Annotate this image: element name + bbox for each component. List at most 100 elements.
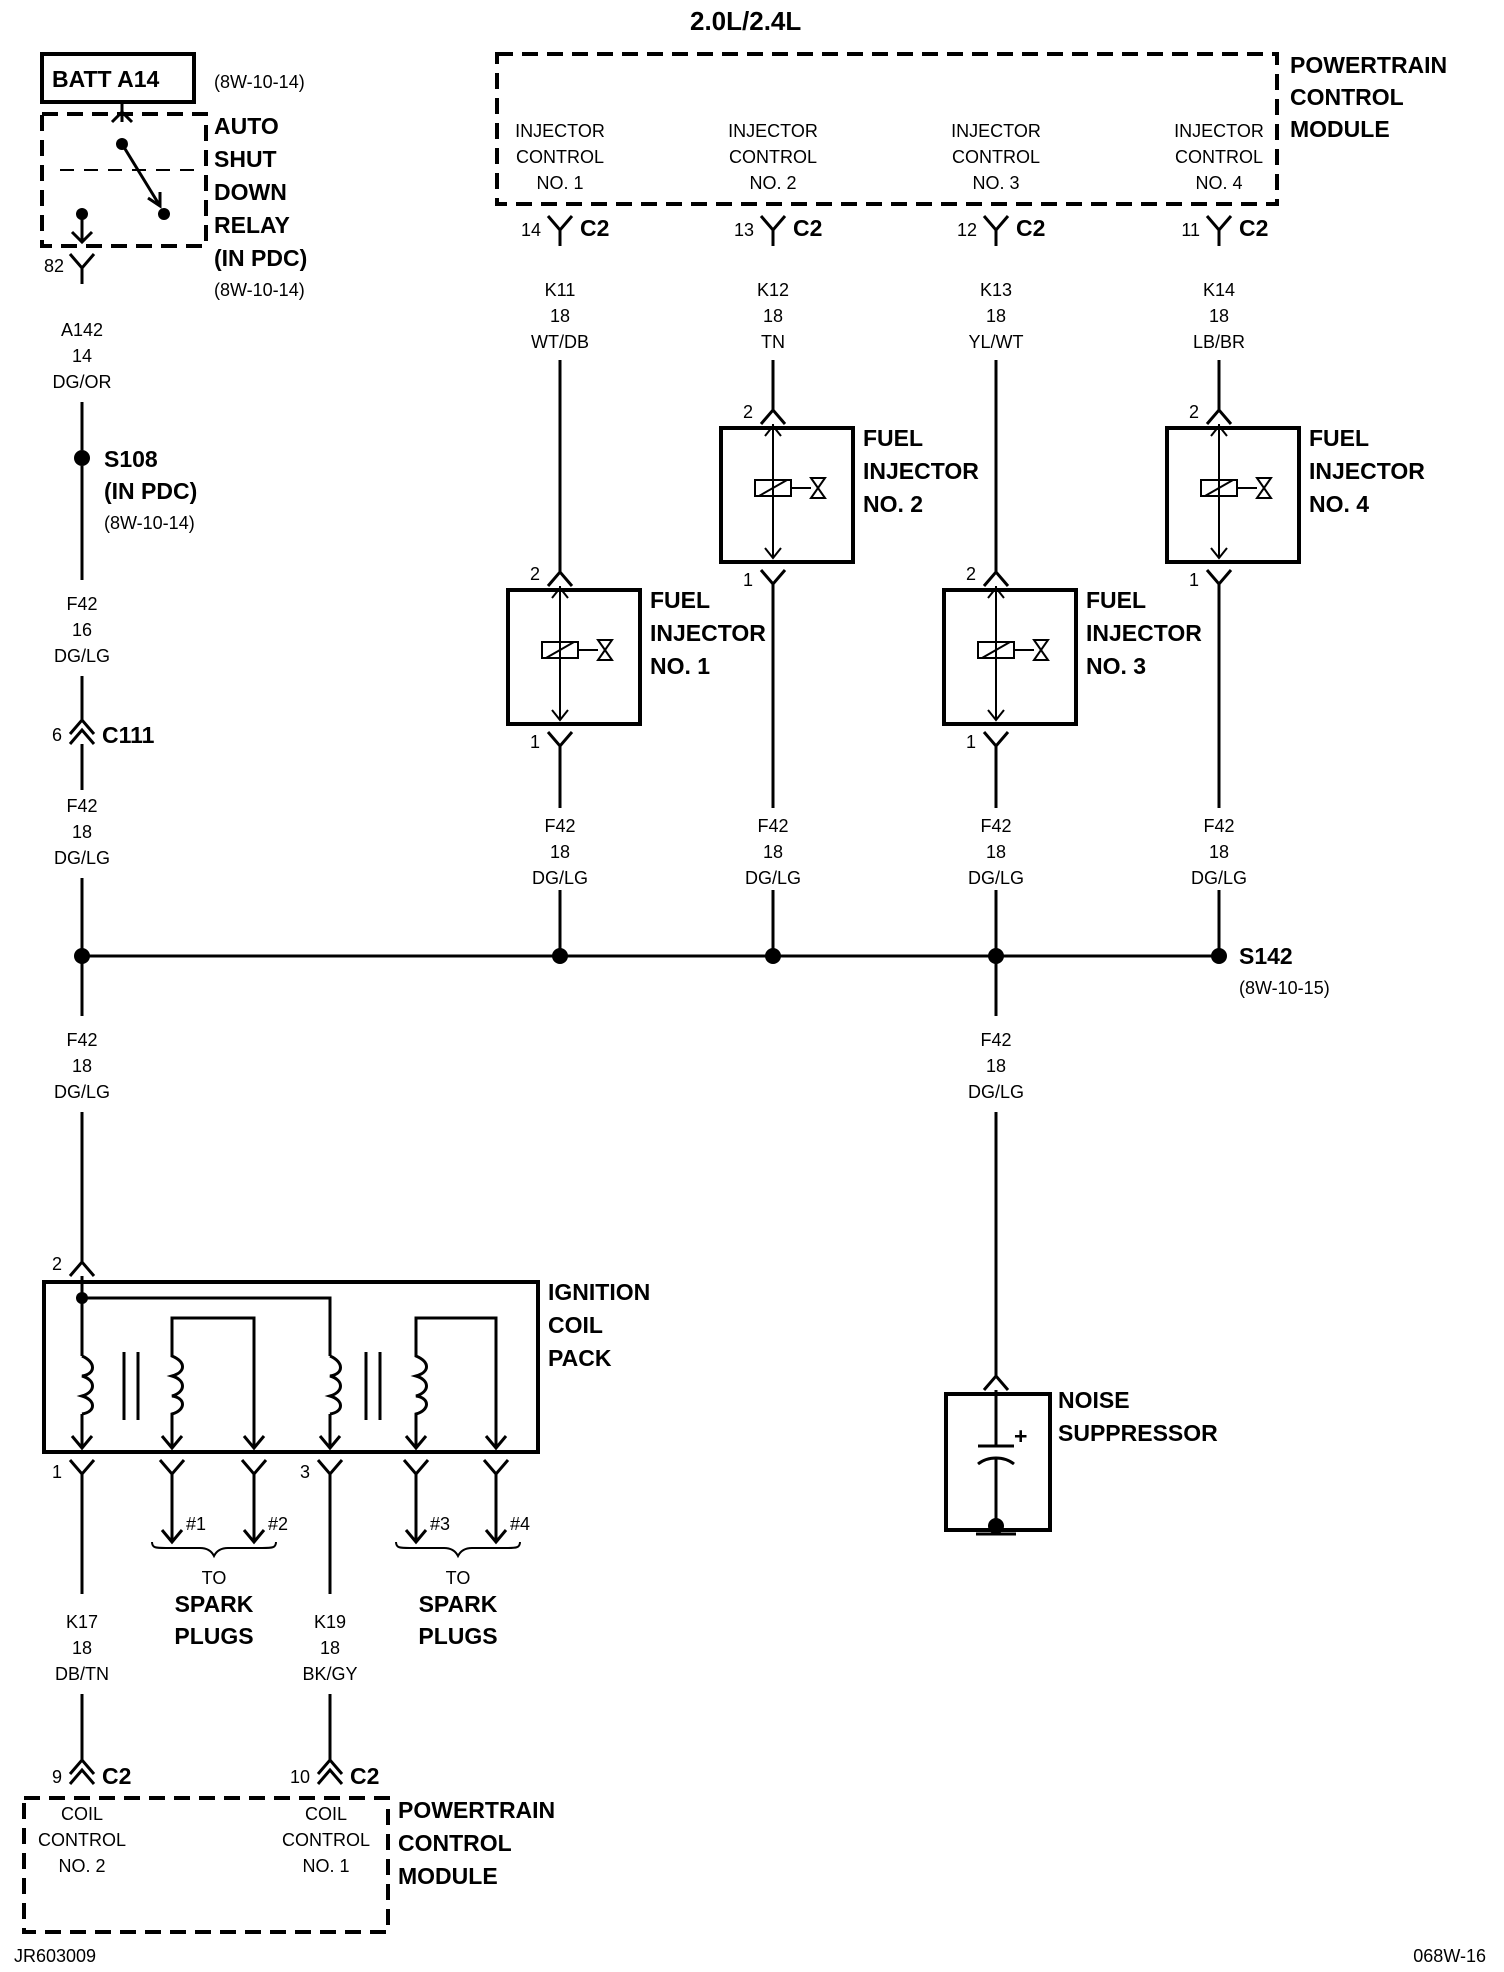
injector-control-1: INJECTOR CONTROL NO. 1 xyxy=(515,121,605,193)
wire-f42-16-color: DG/LG xyxy=(54,646,110,666)
fuel-injector-4: 2 1 FUEL INJECTOR NO. 4 xyxy=(1165,402,1425,598)
coil-control-2-line-3: NO. 2 xyxy=(58,1856,105,1876)
noise-suppressor: + NOISE SUPPRESSOR xyxy=(944,1373,1218,1536)
pcm-top: POWERTRAIN CONTROL MODULE xyxy=(495,52,1447,206)
wire-a142-color: DG/OR xyxy=(52,372,111,392)
injector-wires xyxy=(558,360,1221,572)
connector-c2-label-5: C2 xyxy=(102,1763,131,1789)
injector-3-pin-top: 2 xyxy=(966,564,976,584)
pcm-bottom-label-1: POWERTRAIN xyxy=(398,1797,555,1823)
relay-output-lead xyxy=(70,214,94,245)
injector-feed-wires: F42 18 DG/LG F42 18 DG/LG F42 18 DG/LG F… xyxy=(532,598,1247,956)
injector-2-top-pin-icon xyxy=(759,407,787,425)
spark-plug-group-2: #3 #4 TO SPARK PLUGS xyxy=(395,1459,530,1649)
pcm-top-connectors: 14 C2 13 C2 12 C2 11 C2 xyxy=(521,215,1268,246)
spark-plug-3-label: #3 xyxy=(430,1514,450,1534)
coil-2-primary-arrow xyxy=(318,1435,342,1451)
connector-c111-label: C111 xyxy=(102,722,155,748)
wire-f42-16: F42 16 DG/LG xyxy=(54,594,110,720)
connector-c2-pin-10-icon xyxy=(316,1757,344,1785)
spark-group-1-brace-icon xyxy=(151,1541,277,1559)
feed-1-circuit: F42 xyxy=(544,816,575,836)
noise-suppressor-box xyxy=(944,1392,1052,1532)
injector-2-bottom-pin-icon xyxy=(759,569,787,598)
injector-control-3: INJECTOR CONTROL NO. 3 xyxy=(951,121,1041,193)
injector-1-solenoid-link xyxy=(545,641,598,659)
injector-control-1-line-1: INJECTOR xyxy=(515,121,605,141)
feed-4-color: DG/LG xyxy=(1191,868,1247,888)
injector-control-3-line-3: NO. 3 xyxy=(972,173,1019,193)
injector-4-label-2: INJECTOR xyxy=(1309,458,1425,484)
coil-pack-primary-feed xyxy=(80,1276,332,1356)
connector-c111: 6 C111 xyxy=(52,717,155,790)
injector-4-label-3: NO. 4 xyxy=(1309,491,1369,517)
splice-s142-label: S142 xyxy=(1239,943,1293,969)
injector-control-1-line-2: CONTROL xyxy=(516,147,604,167)
connector-pin-12: 12 xyxy=(957,220,977,240)
coil-2-core-icon xyxy=(364,1352,382,1420)
injector-2-label-2: INJECTOR xyxy=(863,458,979,484)
injector-4-valve-icon xyxy=(1255,477,1273,499)
splice-s108-sub: (IN PDC) xyxy=(104,478,197,504)
relay-label-5: (IN PDC) xyxy=(214,245,307,271)
pcm-bottom-label-3: MODULE xyxy=(398,1863,498,1889)
splice-s108-ref: (8W-10-14) xyxy=(104,513,195,533)
spark-plug-2-label: #2 xyxy=(268,1514,288,1534)
coil-1-primary-arrow xyxy=(70,1435,94,1451)
spark-plug-group-1: #1 #2 TO SPARK PLUGS xyxy=(151,1459,288,1649)
injector-3-box xyxy=(942,588,1078,726)
splice-s108-label: S108 xyxy=(104,446,158,472)
feed-2-circuit: F42 xyxy=(757,816,788,836)
injector-1-label-2: INJECTOR xyxy=(650,620,766,646)
wire-f42-18c-color: DG/LG xyxy=(968,1082,1024,1102)
pcm-top-label-1: POWERTRAIN xyxy=(1290,52,1447,78)
spark-plug-2-lead-icon xyxy=(240,1459,268,1545)
auto-shutdown-relay: AUTO SHUT DOWN RELAY (IN PDC) (8W-10-14)… xyxy=(40,102,307,300)
splice-s142-ref: (8W-10-15) xyxy=(1239,978,1330,998)
coil-control-2-line-1: COIL xyxy=(61,1804,103,1824)
injector-control-4-line-1: INJECTOR xyxy=(1174,121,1264,141)
coil-pack-pin-3: 3 xyxy=(300,1462,310,1482)
injector-control-3-line-1: INJECTOR xyxy=(951,121,1041,141)
injector-3-solenoid-link xyxy=(981,641,1034,659)
relay-label-4: RELAY xyxy=(214,212,290,238)
coil-pack-box xyxy=(42,1280,540,1454)
coil-2-secondary-icon xyxy=(410,1316,498,1446)
injector-control-4: INJECTOR CONTROL NO. 4 xyxy=(1174,121,1264,193)
spark-plug-1-lead-icon xyxy=(158,1459,186,1545)
injector-2-valve-icon xyxy=(809,477,827,499)
splice-s108-dot xyxy=(74,450,90,466)
injector-1-internal-wire xyxy=(551,586,569,722)
coil-1-secondary-arrows xyxy=(160,1435,266,1451)
injector-4-top-pin-icon xyxy=(1205,407,1233,425)
pcm-top-label-3: MODULE xyxy=(1290,116,1390,142)
footer-left-code: JR603009 xyxy=(14,1946,96,1966)
injector-1-label-3: NO. 1 xyxy=(650,653,710,679)
injector-2-solenoid-link xyxy=(758,479,811,497)
spark-group-2-label-1: SPARK xyxy=(419,1591,498,1617)
footer-right-code: 068W-16 xyxy=(1413,1946,1486,1966)
wire-k19: K19 18 BK/GY xyxy=(302,1612,358,1760)
relay-box xyxy=(40,112,208,248)
injector-3-top-pin-icon xyxy=(982,569,1010,587)
injector-wire-labels: K11 18 WT/DB K12 18 TN K13 18 YL/WT K14 … xyxy=(531,280,1245,352)
bus-node-injector-2 xyxy=(765,948,781,964)
injector-control-2-line-2: CONTROL xyxy=(729,147,817,167)
wire-k11-color: WT/DB xyxy=(531,332,589,352)
wire-k14-gauge: 18 xyxy=(1209,306,1229,326)
injector-control-1-line-3: NO. 1 xyxy=(536,173,583,193)
injector-control-4-line-3: NO. 4 xyxy=(1195,173,1242,193)
connector-c2-label-1: C2 xyxy=(580,215,609,241)
injector-2-internal-wire xyxy=(764,424,782,560)
connector-c2-pin-12-icon xyxy=(982,215,1010,246)
feed-1-gauge: 18 xyxy=(550,842,570,862)
relay-label-1: AUTO xyxy=(214,113,279,139)
coil-pack-output-pins: 1 3 xyxy=(52,1459,344,1594)
coil-control-1-line-1: COIL xyxy=(305,1804,347,1824)
wire-k17: K17 18 DB/TN xyxy=(55,1612,109,1760)
connector-pin-9: 9 xyxy=(52,1767,62,1787)
wire-k14-circuit: K14 xyxy=(1203,280,1235,300)
wire-k14-color: LB/BR xyxy=(1193,332,1245,352)
connector-pin-14: 14 xyxy=(521,220,541,240)
